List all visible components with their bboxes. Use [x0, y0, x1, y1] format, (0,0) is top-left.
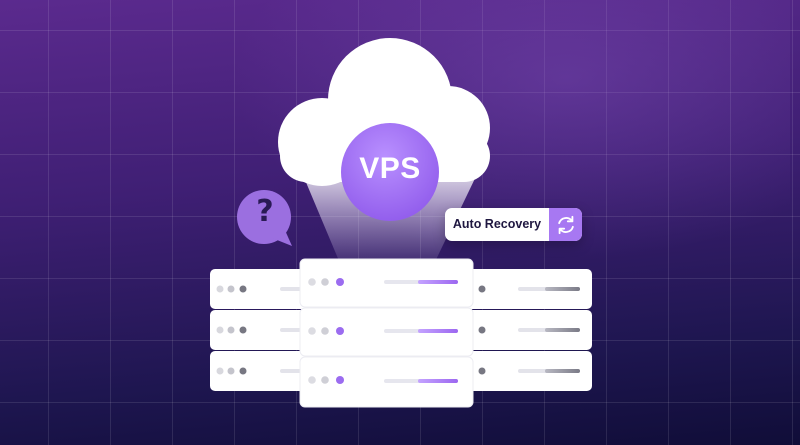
- auto-recovery-label: Auto Recovery: [452, 217, 542, 231]
- server-unit: [299, 356, 474, 408]
- vps-label: VPS: [359, 152, 421, 185]
- vps-orb: [341, 123, 439, 221]
- question-mark: ?: [256, 194, 274, 229]
- auto-recovery-badge: Auto Recovery: [445, 208, 582, 241]
- server-unit: [210, 269, 310, 309]
- server-stack-right: [465, 269, 592, 391]
- server-unit: [299, 307, 474, 357]
- server-stack-center: [299, 258, 474, 408]
- refresh-icon: [549, 208, 582, 241]
- server-unit: [210, 310, 310, 350]
- server-unit: [465, 351, 592, 391]
- server-unit: [210, 351, 310, 391]
- server-unit: [299, 258, 474, 308]
- server-unit: [465, 269, 592, 309]
- question-bubble-icon: [237, 190, 292, 246]
- server-stack-left: [210, 269, 310, 391]
- server-unit: [465, 310, 592, 350]
